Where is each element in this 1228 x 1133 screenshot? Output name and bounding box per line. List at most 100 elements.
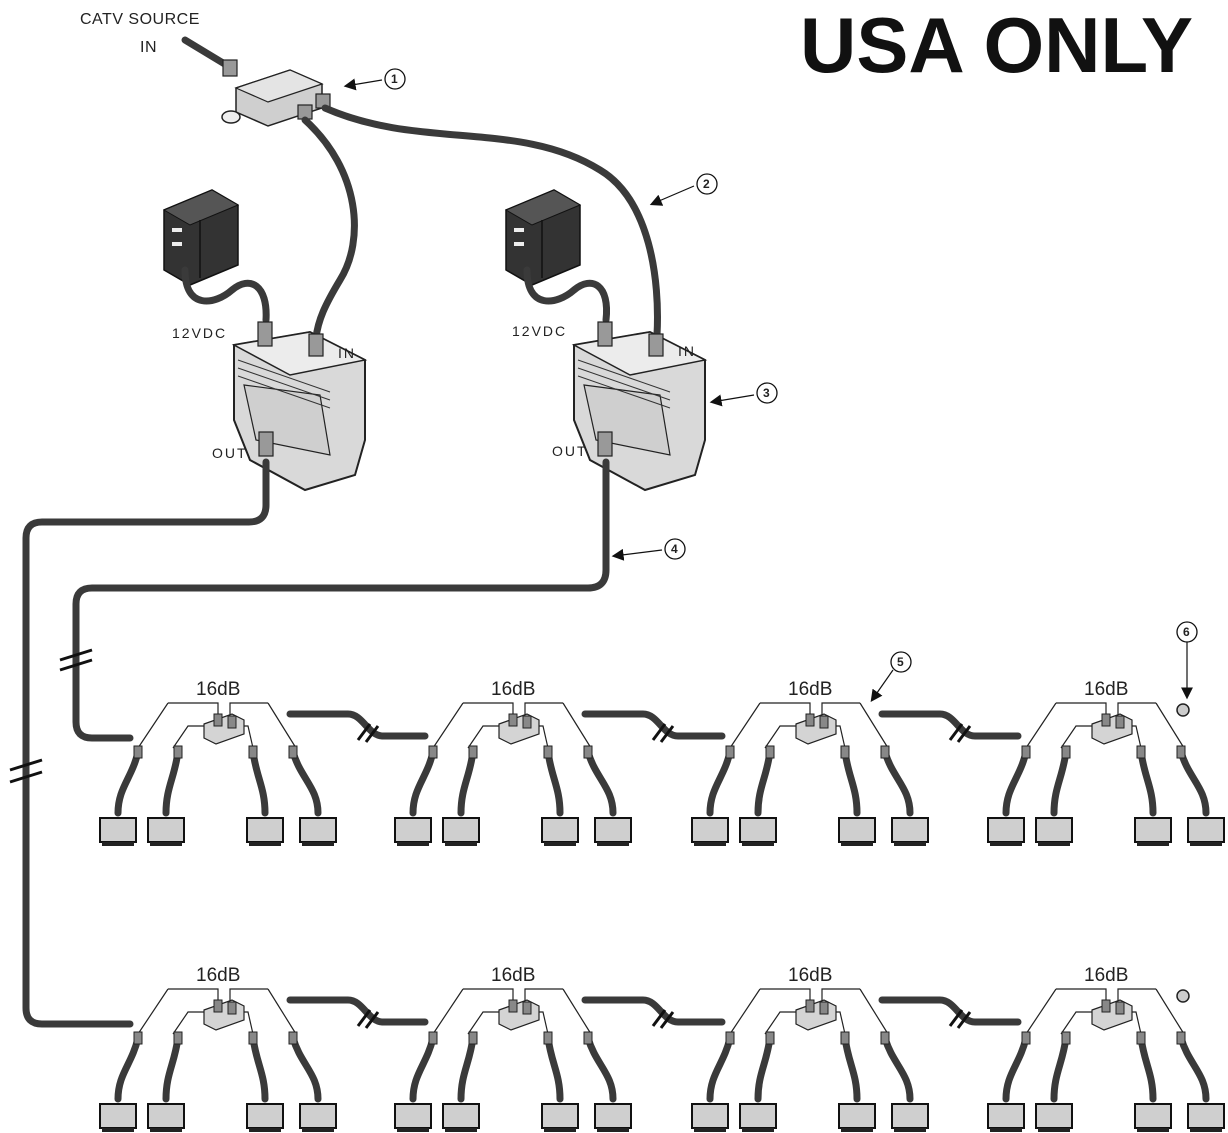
tap-group-row1-3: 16dB — [692, 679, 1018, 846]
tap-splitter-body — [499, 714, 539, 744]
usa-only-title: USA ONLY — [800, 1, 1193, 89]
tap-splitter-body — [1092, 714, 1132, 744]
drop-cable — [118, 1038, 138, 1099]
catv-source-label: CATV SOURCE — [80, 11, 200, 28]
wall-outlet — [1036, 1104, 1072, 1128]
tap-attenuation-label: 16dB — [788, 965, 832, 986]
tap-attenuation-label: 16dB — [196, 965, 240, 986]
drop-cable — [413, 1038, 433, 1099]
drop-cable — [1181, 1038, 1206, 1099]
tap-group-row2-1: 16dB — [100, 965, 425, 1132]
tap-group-row2-3: 16dB — [692, 965, 1018, 1132]
trunk-cable-row2 — [26, 462, 266, 1024]
wall-outlet — [443, 818, 479, 842]
drop-cable — [758, 752, 770, 813]
two-way-splitter — [222, 60, 330, 126]
drop-cable — [1054, 1038, 1066, 1099]
drop-cable — [588, 752, 613, 813]
drop-cable — [1006, 752, 1026, 813]
wall-outlet — [542, 1104, 578, 1128]
amp1-out-label: OUT — [212, 445, 248, 461]
drop-cable — [166, 1038, 178, 1099]
wall-outlet — [692, 818, 728, 842]
drop-cable — [293, 1038, 318, 1099]
tap-splitter-body — [1092, 1000, 1132, 1030]
drop-cable — [548, 1038, 560, 1099]
wall-outlet — [892, 1104, 928, 1128]
callout-4: 4 — [614, 539, 685, 559]
drop-cable — [885, 752, 910, 813]
tap-attenuation-label: 16dB — [788, 679, 832, 700]
feed-through-cable — [882, 1000, 1018, 1022]
drop-cable — [710, 1038, 730, 1099]
drop-cable — [1141, 752, 1153, 813]
amp2-in-label: IN — [678, 343, 696, 359]
drop-cable — [413, 752, 433, 813]
tap-attenuation-label: 16dB — [1084, 679, 1128, 700]
tap-attenuation-label: 16dB — [491, 965, 535, 986]
feed-through-cable — [882, 714, 1018, 736]
wall-outlet — [1188, 818, 1224, 842]
drop-cable — [1054, 752, 1066, 813]
wall-outlet — [595, 1104, 631, 1128]
callout-5: 5 — [872, 652, 911, 700]
callout-6: 6 — [1177, 622, 1197, 697]
drop-cable — [461, 1038, 473, 1099]
tap-group-row1-4: 16dB — [988, 679, 1224, 846]
amp1-in-label: IN — [338, 345, 356, 361]
wall-outlet — [740, 818, 776, 842]
wall-outlet — [1036, 818, 1072, 842]
drop-cable — [1141, 1038, 1153, 1099]
wall-outlet — [1135, 818, 1171, 842]
wall-outlet — [839, 818, 875, 842]
wall-outlet — [839, 1104, 875, 1128]
source-input-cable — [185, 40, 228, 66]
wall-outlet — [1188, 1104, 1224, 1128]
amp1-power-label: 12VDC — [172, 325, 227, 341]
drop-cable — [548, 752, 560, 813]
wall-outlet — [395, 818, 431, 842]
feed-through-cable — [290, 714, 425, 736]
wall-outlet — [988, 1104, 1024, 1128]
svg-text:6: 6 — [1183, 625, 1190, 639]
wall-outlet — [988, 818, 1024, 842]
tap-group-row1-2: 16dB — [395, 679, 722, 846]
power-adapter-1 — [164, 190, 238, 285]
svg-text:5: 5 — [897, 655, 904, 669]
wall-outlet — [395, 1104, 431, 1128]
drop-cable — [293, 752, 318, 813]
wall-outlet — [692, 1104, 728, 1128]
drop-cable — [1181, 752, 1206, 813]
wall-outlet — [247, 818, 283, 842]
svg-text:4: 4 — [671, 542, 678, 556]
feed-through-cable — [585, 1000, 722, 1022]
tap-attenuation-label: 16dB — [196, 679, 240, 700]
feed-through-cable — [290, 1000, 425, 1022]
drop-cable — [710, 752, 730, 813]
drop-cable — [1006, 1038, 1026, 1099]
tap-splitter-body — [204, 1000, 244, 1030]
drop-cable — [845, 752, 857, 813]
amp2-power-label: 12VDC — [512, 323, 567, 339]
wall-outlet — [542, 818, 578, 842]
terminator — [1177, 704, 1189, 716]
wall-outlet — [740, 1104, 776, 1128]
tap-group-row2-4: 16dB — [988, 965, 1224, 1132]
wall-outlet — [148, 818, 184, 842]
tap-attenuation-label: 16dB — [1084, 965, 1128, 986]
tap-groups: 16dB 16dB 16dB 16dB 16dB 16dB 16dB 16dB — [100, 679, 1224, 1132]
wall-outlet — [443, 1104, 479, 1128]
wall-outlet — [892, 818, 928, 842]
power-adapter-2 — [506, 190, 580, 285]
wall-outlet — [148, 1104, 184, 1128]
drop-cable — [461, 752, 473, 813]
drop-cable — [885, 1038, 910, 1099]
feed-through-cable — [585, 714, 722, 736]
catv-source-in-label: IN — [140, 39, 157, 56]
wall-outlet — [300, 1104, 336, 1128]
wall-outlet — [300, 818, 336, 842]
tap-group-row1-1: 16dB — [100, 679, 425, 846]
wall-outlet — [100, 818, 136, 842]
wall-outlet — [1135, 1104, 1171, 1128]
